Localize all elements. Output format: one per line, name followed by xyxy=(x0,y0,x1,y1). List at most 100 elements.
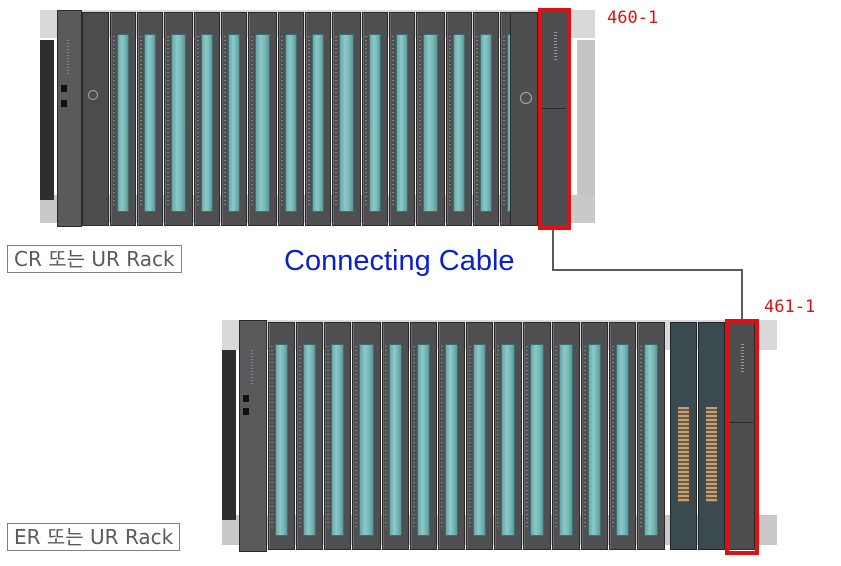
io-led-strip-icon xyxy=(335,36,337,206)
top-cpu-module xyxy=(82,12,109,226)
top-io-module xyxy=(278,12,304,226)
io-led-strip-icon xyxy=(469,346,471,530)
io-led-strip-icon xyxy=(584,346,586,530)
io-led-strip-icon xyxy=(476,36,478,206)
bottom-io-module xyxy=(268,322,295,550)
io-module-window xyxy=(480,34,492,212)
module-divider xyxy=(729,422,753,423)
top-io-module xyxy=(305,12,331,226)
top-power-supply xyxy=(57,10,82,227)
connecting-cable-vertical-top xyxy=(552,230,554,270)
io-module-window xyxy=(171,34,186,212)
io-led-strip-icon xyxy=(224,36,226,206)
io-led-strip-icon xyxy=(113,36,115,206)
bottom-io-module xyxy=(581,322,608,550)
io-led-strip-icon xyxy=(281,36,283,206)
io-module-window xyxy=(201,34,213,212)
io-led-strip-icon xyxy=(251,36,253,206)
switch-icon xyxy=(243,408,249,415)
mode-knob-icon xyxy=(88,90,98,100)
io-module-window xyxy=(396,34,408,212)
top-io-module xyxy=(362,12,388,226)
io-led-strip-icon xyxy=(441,346,443,530)
io-module-window xyxy=(445,344,458,536)
top-io-module xyxy=(194,12,220,226)
io-module-window xyxy=(312,34,324,212)
io-module-window xyxy=(389,344,402,536)
top-io-module xyxy=(416,12,445,226)
io-module-window xyxy=(359,344,374,536)
io-led-strip-icon xyxy=(419,36,421,206)
io-module-window xyxy=(117,34,129,212)
terminal-connector-icon xyxy=(678,407,689,502)
highlight-460-1 xyxy=(538,8,571,230)
bottom-io-module xyxy=(494,322,522,550)
io-led-strip-icon xyxy=(355,346,357,530)
led-strip-icon xyxy=(554,32,557,62)
led-strip-icon xyxy=(251,350,253,385)
io-module-window xyxy=(339,34,354,212)
im-label-461-1: 461-1 xyxy=(764,297,816,317)
io-led-strip-icon xyxy=(526,346,528,530)
top-io-module xyxy=(389,12,415,226)
io-led-strip-icon xyxy=(308,36,310,206)
top-io-module xyxy=(137,12,163,226)
terminal-module-1 xyxy=(670,322,697,550)
connecting-cable-label: Connecting Cable xyxy=(284,245,515,277)
bottom-io-module xyxy=(523,322,551,550)
top-rack-right-bracket xyxy=(577,40,595,195)
io-module-window xyxy=(417,344,430,536)
switch-icon xyxy=(243,395,249,402)
led-strip-icon xyxy=(741,344,744,374)
io-led-strip-icon xyxy=(640,346,642,530)
io-led-strip-icon xyxy=(555,346,557,530)
io-led-strip-icon xyxy=(365,36,367,206)
io-module-window xyxy=(303,344,316,536)
io-led-strip-icon xyxy=(271,346,273,530)
io-led-strip-icon xyxy=(167,36,169,206)
bottom-io-module xyxy=(296,322,323,550)
io-module-window xyxy=(228,34,240,212)
io-module-window xyxy=(285,34,297,212)
io-module-window xyxy=(423,34,438,212)
io-led-strip-icon xyxy=(503,36,505,206)
io-led-strip-icon xyxy=(392,36,394,206)
io-led-strip-icon xyxy=(449,36,451,206)
bottom-io-module xyxy=(352,322,381,550)
top-io-module xyxy=(473,12,499,226)
interface-module-460-1 xyxy=(540,10,568,227)
io-module-window xyxy=(369,34,381,212)
top-io-module xyxy=(446,12,472,226)
bottom-io-module xyxy=(637,322,665,550)
terminal-module-2 xyxy=(698,322,725,550)
io-module-window xyxy=(144,34,156,212)
connecting-cable-vertical-bottom xyxy=(741,269,743,321)
io-module-window xyxy=(588,344,601,536)
io-led-strip-icon xyxy=(197,36,199,206)
bottom-io-module xyxy=(382,322,409,550)
io-led-strip-icon xyxy=(299,346,301,530)
io-module-window xyxy=(473,344,486,536)
io-module-window xyxy=(331,344,344,536)
io-module-window xyxy=(453,34,465,212)
top-io-module xyxy=(248,12,277,226)
bottom-io-module xyxy=(324,322,351,550)
io-module-window xyxy=(559,344,573,536)
led-strip-icon xyxy=(67,40,69,75)
bottom-io-module xyxy=(438,322,465,550)
io-module-window xyxy=(255,34,270,212)
bottom-io-module xyxy=(410,322,437,550)
top-io-module xyxy=(221,12,247,226)
top-io-module xyxy=(332,12,361,226)
io-module-window xyxy=(644,344,658,536)
mode-knob-icon xyxy=(520,92,532,104)
module-divider xyxy=(542,108,566,109)
terminal-connector-icon xyxy=(706,407,717,502)
highlight-461-1 xyxy=(725,319,759,555)
io-led-strip-icon xyxy=(612,346,614,530)
io-module-window xyxy=(501,344,515,536)
io-module-window xyxy=(616,344,629,536)
io-led-strip-icon xyxy=(385,346,387,530)
top-io-module xyxy=(164,12,193,226)
bottom-power-supply xyxy=(239,320,267,552)
